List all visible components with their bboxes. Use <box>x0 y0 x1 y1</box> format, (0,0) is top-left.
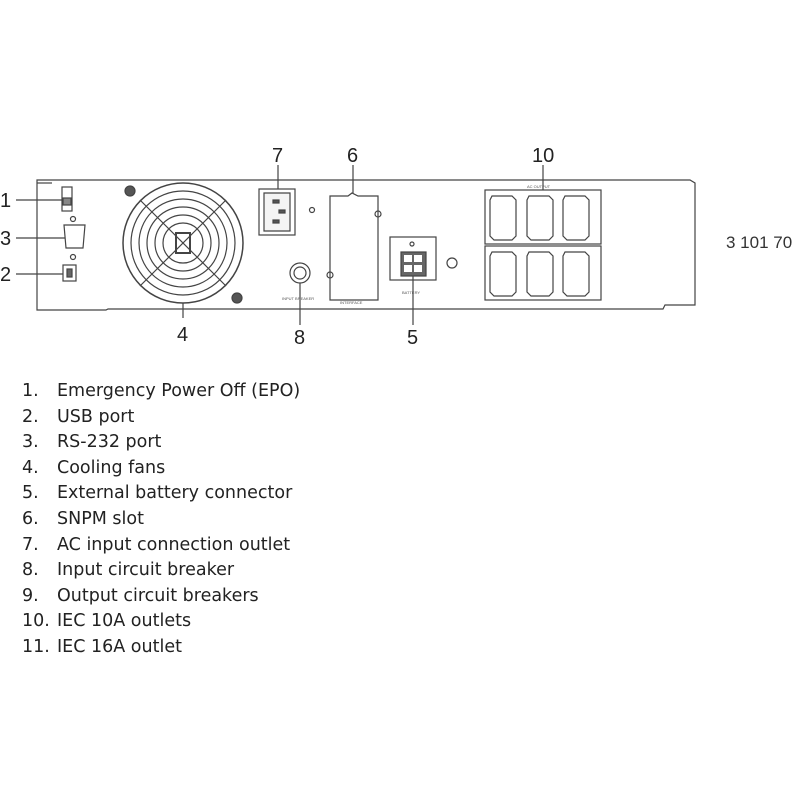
callout-10: 10 <box>532 145 554 167</box>
epo-connector <box>61 186 73 212</box>
legend-item: 5.External battery connector <box>22 483 293 504</box>
input-breaker-label: INPUT BREAKER <box>282 296 314 301</box>
usb-port <box>62 264 77 282</box>
chassis-outline <box>36 179 696 311</box>
iec-outlets <box>484 189 602 301</box>
interface-label: INTERFACE <box>340 300 363 305</box>
rs232-port <box>63 215 86 261</box>
battery-connector <box>389 236 458 281</box>
callout-1: 1 <box>0 190 11 212</box>
legend-item: 3.RS-232 port <box>22 432 162 453</box>
legend-item: 9.Output circuit breakers <box>22 585 259 606</box>
legend-item: 4.Cooling fans <box>22 457 166 478</box>
battery-label: BATTERY <box>402 290 420 295</box>
legend-list: 1.Emergency Power Off (EPO) 2.USB port 3… <box>22 379 300 661</box>
callout-2: 2 <box>0 264 11 286</box>
snpm-slot <box>326 192 382 301</box>
legend-item: 1.Emergency Power Off (EPO) <box>22 381 301 401</box>
ac-output-label: AC OUTPUT <box>527 184 551 189</box>
legend-item: 6.SNPM slot <box>22 508 144 529</box>
legend-item: 8.Input circuit breaker <box>22 560 235 581</box>
callout-8: 8 <box>294 327 305 349</box>
input-breaker <box>289 262 311 284</box>
reference-number: 3 101 70 <box>726 233 793 252</box>
callout-3: 3 <box>0 228 11 250</box>
callout-4: 4 <box>177 324 188 346</box>
legend-item: 10.IEC 10A outlets <box>22 611 192 632</box>
legend-item: 2.USB port <box>22 406 135 427</box>
callout-5: 5 <box>407 327 418 349</box>
callout-6: 6 <box>347 145 358 167</box>
cooling-fan <box>122 182 244 304</box>
callout-7: 7 <box>272 145 283 167</box>
ups-rear-panel-diagram: INTERFACE INPUT BREAKER BATTERY AC OUTPU… <box>0 145 696 349</box>
ac-input-inlet <box>258 188 316 236</box>
legend-item: 7.AC input connection outlet <box>22 534 291 555</box>
legend-item: 11.IEC 16A outlet <box>22 636 182 657</box>
